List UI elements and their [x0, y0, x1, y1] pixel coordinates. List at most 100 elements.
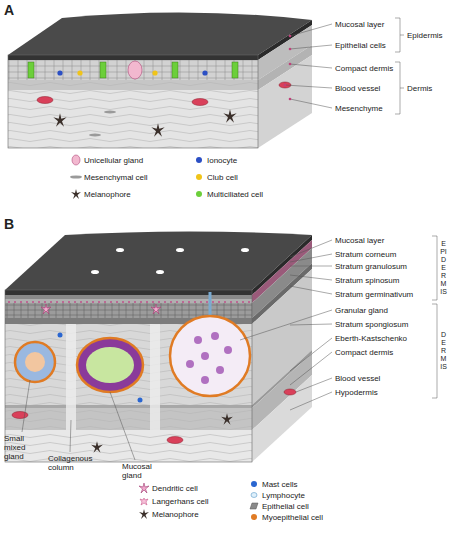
legend-text: Mast cells — [262, 480, 298, 489]
blood-vessel — [279, 82, 291, 88]
layer-label: Epithelial cells — [335, 41, 386, 50]
legend-text: Unicellular gland — [84, 156, 143, 165]
mesenchyme-band — [8, 90, 258, 148]
leader-line — [290, 286, 332, 294]
leader-line — [290, 45, 332, 49]
layer-label: Blood vessel — [335, 374, 380, 383]
leader-dot — [284, 84, 287, 87]
layer-label: Mucosal layer — [335, 20, 384, 29]
collagenous-column — [66, 324, 76, 430]
dendritic-cell — [151, 304, 161, 314]
club-cell — [77, 70, 82, 75]
melanophore — [151, 123, 164, 136]
melanophore-icon — [139, 509, 149, 519]
panel-b-leaders — [22, 236, 437, 460]
legend-b-icons — [139, 483, 258, 519]
granule — [211, 332, 219, 340]
layer-label: Eberth-Kastschenko — [335, 334, 407, 343]
compact-dermis-band — [5, 408, 252, 430]
blood-vessel — [284, 389, 296, 395]
langerhans-cell-icon — [140, 498, 148, 505]
granule — [216, 366, 224, 374]
legend-swatch — [251, 514, 257, 520]
leader-line — [290, 24, 332, 36]
granule — [194, 336, 202, 344]
layer-label: Mucosal layer — [335, 236, 384, 245]
layer-label: Stratum granulosum — [335, 262, 407, 271]
mesenchymal-cell-icon — [70, 175, 82, 178]
leader-line — [70, 420, 71, 452]
block-outline — [5, 290, 252, 462]
unicellular-gland — [128, 61, 142, 79]
leader-line — [110, 392, 135, 460]
mucosal-band — [5, 290, 252, 295]
group-label: DERMIS — [440, 331, 447, 371]
leader-line — [285, 85, 332, 88]
granular-gland — [170, 316, 250, 396]
leader-line — [290, 338, 332, 371]
legend-text: Ionocyte — [207, 156, 237, 165]
layer-label: Compact dermis — [335, 64, 393, 73]
leader-line — [290, 266, 332, 267]
group-label: EPIDERMIS — [440, 240, 447, 296]
mucosal-band — [8, 55, 258, 60]
layer-label: Hypodermis — [335, 388, 378, 397]
mast-cell — [138, 398, 143, 403]
compact-dermis-band — [8, 80, 258, 90]
unicellular-gland-icon — [72, 155, 80, 165]
granulosum-band — [5, 299, 252, 303]
legend-text: Melanophore — [84, 190, 131, 199]
layer-label: Compact dermis — [335, 348, 393, 357]
leader-line — [290, 275, 332, 280]
leader-line — [290, 254, 332, 262]
layer-label: Granular gland — [335, 306, 388, 315]
panel-letter: B — [4, 216, 14, 232]
mucosal-gland-lumen — [86, 347, 134, 383]
gland-pore — [116, 248, 124, 252]
panel-b-block — [5, 232, 312, 463]
granule — [186, 360, 194, 368]
leader-line — [290, 352, 332, 385]
ionocyte — [57, 70, 62, 75]
part-label: Small mixed gland — [4, 434, 46, 461]
leader-line — [22, 380, 30, 432]
layer-label: Stratum corneum — [335, 250, 396, 259]
legend-text: Lymphocyte — [262, 491, 305, 500]
corneum-band — [5, 295, 252, 299]
dendritic-cell — [41, 304, 51, 314]
bracket — [395, 62, 404, 114]
leader-line — [240, 310, 332, 340]
side-band — [252, 375, 312, 462]
side-mesenchyme — [258, 55, 312, 148]
granule — [224, 346, 232, 354]
legend-swatch — [196, 191, 202, 197]
mesenchymal-cell — [89, 134, 101, 137]
small-mixed-gland-lumen — [25, 352, 45, 372]
legend-text: Dendritic cell — [152, 484, 198, 493]
blood-vessel — [12, 412, 28, 419]
legend-swatch — [196, 157, 202, 163]
legend-swatch — [251, 481, 257, 487]
multiciliated-cell — [28, 62, 34, 78]
melanophore-icon — [71, 189, 81, 199]
panel-a-leaders — [284, 18, 404, 114]
legend-text: Mesenchymal cell — [84, 173, 148, 182]
ionocyte — [202, 70, 207, 75]
epithelial-cell-icon — [250, 503, 258, 509]
blood-vessel — [37, 97, 53, 104]
granule — [201, 376, 209, 384]
epithelial-band — [8, 60, 258, 80]
hypodermis-band — [5, 430, 252, 462]
bracket — [395, 18, 404, 52]
legend-text: Multiciliated cell — [207, 190, 263, 199]
leader-line — [290, 99, 332, 108]
melanophore — [223, 109, 236, 122]
hypodermis-fibers — [5, 430, 252, 462]
legend-text: Melanophore — [152, 510, 199, 519]
leader-line — [290, 324, 332, 325]
layer-label: Blood vessel — [335, 84, 380, 93]
legend-text: Club cell — [207, 173, 238, 182]
panel-letter: A — [4, 2, 14, 18]
collagenous-column — [150, 324, 160, 430]
